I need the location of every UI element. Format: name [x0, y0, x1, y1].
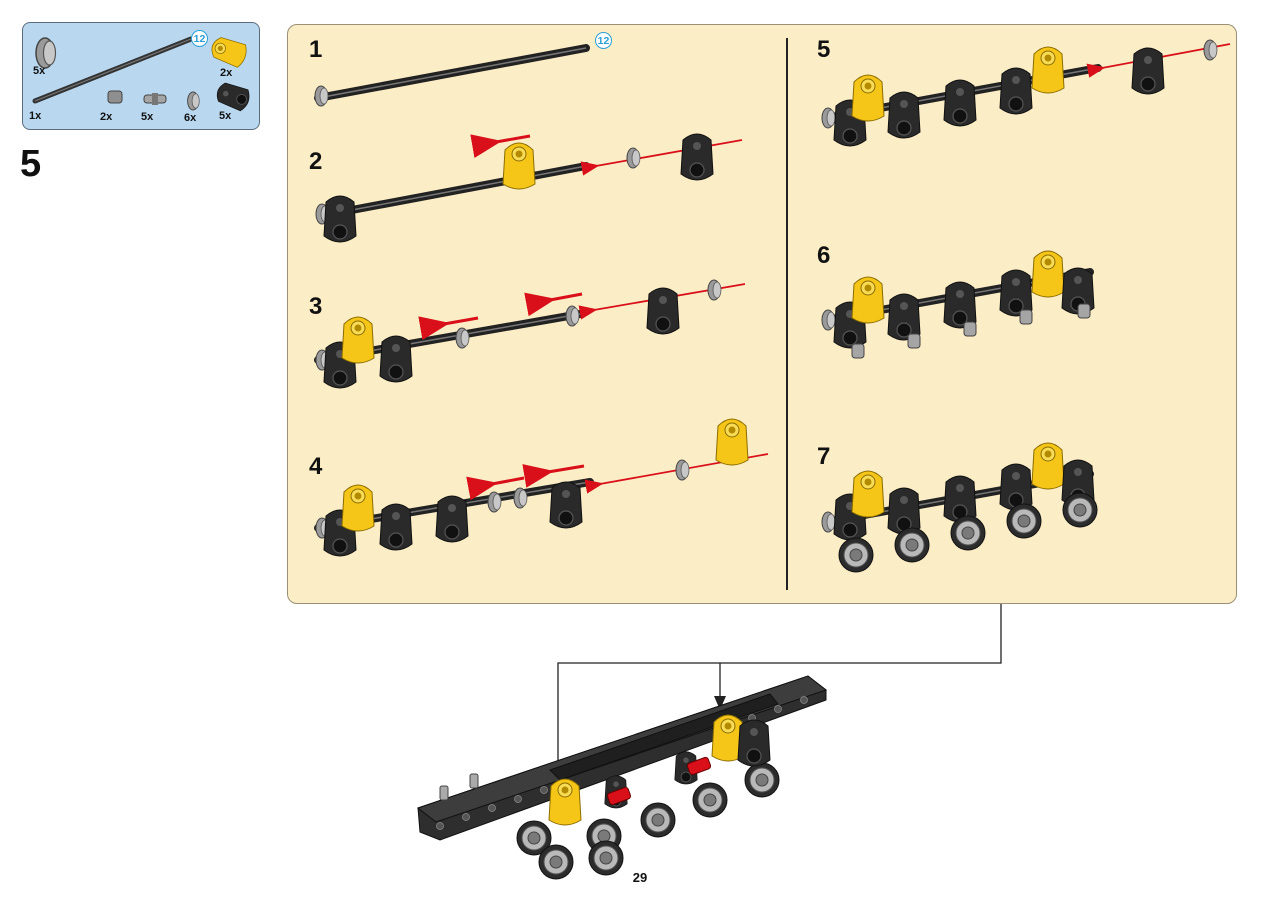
axle-pins-row	[851, 303, 1091, 359]
substep-number-7: 7	[817, 443, 831, 470]
substep-2-illustration	[315, 133, 743, 243]
axle-pin-part-icon	[143, 93, 167, 105]
substep-4-illustration	[314, 418, 769, 557]
main-step-number: 5	[20, 143, 42, 185]
axle-part-icon	[32, 36, 194, 104]
substep-number-4: 4	[309, 453, 323, 480]
substep-number-5: 5	[817, 36, 831, 63]
axle-length-badge: 12	[191, 30, 208, 47]
parts-list-box: 5x 1x 12 2x 2x 5x 6x 5x	[22, 22, 260, 130]
substep-number-1: 1	[309, 36, 323, 63]
parts-illustrations	[32, 33, 253, 113]
substep-1-axle-length-badge: 12	[595, 32, 612, 49]
pin-qty: 2x	[100, 111, 113, 123]
substep-6-illustration	[821, 250, 1095, 359]
substep-7-illustration	[821, 442, 1098, 573]
substep-number-6: 6	[817, 242, 831, 269]
substep-number-3: 3	[309, 293, 323, 320]
bush-qty: 5x	[33, 65, 46, 77]
substep-number-2: 2	[309, 148, 323, 175]
black-connector-qty: 5x	[219, 110, 232, 122]
axle-pin-qty: 5x	[141, 111, 154, 123]
axle-qty: 1x	[29, 110, 42, 122]
yellow-connector-qty: 2x	[220, 67, 233, 79]
pin-part-icon	[107, 90, 123, 104]
page-number: 29	[632, 870, 648, 885]
callout-divider	[786, 38, 788, 590]
substep-5-illustration	[821, 39, 1231, 147]
half-bush-qty: 6x	[184, 112, 197, 124]
main-model-illustration	[416, 675, 828, 880]
substep-3-illustration	[314, 279, 746, 389]
substep-1-illustration	[314, 44, 590, 107]
